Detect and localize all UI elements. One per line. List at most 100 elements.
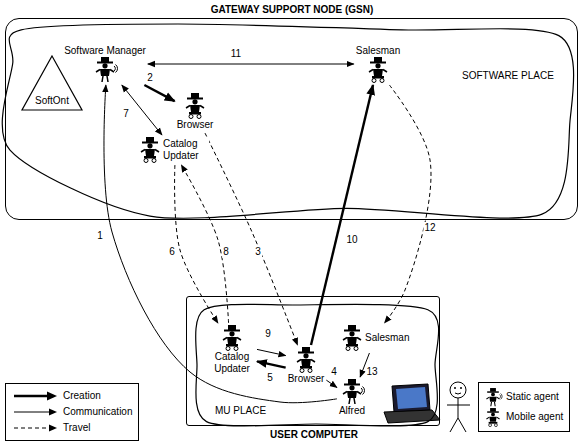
agent-name: Software Manager xyxy=(64,45,146,57)
callout-number: 1 xyxy=(96,230,104,242)
agent-legs xyxy=(349,398,355,404)
agent-arms xyxy=(486,417,499,419)
ontology-triangle: SoftOnt xyxy=(22,56,82,110)
agent-head xyxy=(375,63,380,68)
agent-wheel xyxy=(234,347,238,351)
callout-number: 12 xyxy=(423,222,436,234)
communication-arrow xyxy=(148,64,354,65)
legend-row: Mobile agent xyxy=(485,407,563,427)
communication-arrow xyxy=(122,85,162,135)
legend-text: Static agent xyxy=(506,391,559,403)
agent-wheel xyxy=(346,347,350,351)
legend-line-sample xyxy=(12,391,58,401)
communication-arrow xyxy=(257,349,286,355)
agent-body xyxy=(489,396,496,401)
agent-hat xyxy=(302,347,310,352)
user-arms xyxy=(447,405,470,406)
agent-name: Salesman xyxy=(356,45,400,57)
agent-body xyxy=(347,337,357,344)
travel-arrow xyxy=(175,165,218,323)
static-agent-icon xyxy=(94,57,116,83)
mobile-agent-icon xyxy=(485,408,501,427)
agent-body xyxy=(190,105,200,112)
computer-box: USER COMPUTERMU PLACECatalog UpdaterBrow… xyxy=(186,296,440,426)
legend-arrowhead xyxy=(49,409,57,416)
legend-text: Mobile agent xyxy=(506,411,563,423)
agent-wheel xyxy=(489,423,492,426)
travel-arrow xyxy=(385,85,431,323)
agent-wheel xyxy=(308,369,312,373)
laptop-base xyxy=(384,410,440,423)
callout-number: 11 xyxy=(230,48,242,60)
agent-wheel xyxy=(189,115,193,119)
region-title: GATEWAY SUPPORT NODE (GSN) xyxy=(211,4,374,16)
ontology-label: SoftOnt xyxy=(35,95,69,107)
agent-name: Salesman xyxy=(365,332,409,344)
agent-hat xyxy=(490,388,496,392)
callout-number: 7 xyxy=(122,108,130,120)
legend-row: Static agent xyxy=(485,387,563,407)
agent-hat-brim xyxy=(142,142,158,144)
agent-hat-brim xyxy=(487,411,499,412)
agent-wheel xyxy=(300,369,304,373)
agent-body xyxy=(227,337,237,344)
place-region: SOFTWARE PLACESoftOntSoftware ManagerBro… xyxy=(10,24,570,218)
agent-hat xyxy=(191,93,199,98)
agent-wheel xyxy=(372,79,376,83)
agent-arms xyxy=(369,70,387,73)
legend-text: Travel xyxy=(63,422,90,434)
agent-arms xyxy=(141,150,159,153)
mobile-agent-icon xyxy=(139,137,161,163)
legend-line-sample xyxy=(14,412,49,413)
agent-body xyxy=(347,391,357,398)
user-eye xyxy=(460,387,462,389)
ontology-triangle xyxy=(22,56,82,110)
legend-box: CreationCommunicationTravel xyxy=(5,383,139,441)
agent-wheel xyxy=(226,347,230,351)
static-agent: Software Manager xyxy=(64,45,146,83)
communication-arrow xyxy=(326,380,337,387)
mobile-agent: Catalog Updater xyxy=(139,137,209,163)
agent-hat xyxy=(374,57,382,62)
agent-name: Alfred xyxy=(339,405,365,417)
legend-box: Static agentMobile agent xyxy=(478,382,570,432)
mobile-agent: Salesman xyxy=(341,325,409,351)
legend-text: Creation xyxy=(63,390,101,402)
legend-line-sample xyxy=(14,395,49,397)
legend-row: Travel xyxy=(12,420,132,436)
agent-arms xyxy=(96,70,114,73)
mobile-agent: Catalog Updater xyxy=(209,325,255,375)
user-mouth xyxy=(455,393,461,394)
agent-arms xyxy=(186,106,204,109)
travel-arrow xyxy=(205,133,298,345)
laptop-screen xyxy=(392,384,430,412)
agent-body xyxy=(373,69,383,76)
mobile-agent-icon xyxy=(295,347,317,373)
callout-number: 4 xyxy=(330,366,338,378)
agent-hat-brim xyxy=(187,98,203,100)
laptop-display xyxy=(396,387,427,409)
user-body xyxy=(458,398,459,418)
node-region: GATEWAY SUPPORT NODE (GSN)SOFTWARE PLACE… xyxy=(5,18,578,220)
agent-head xyxy=(349,385,354,390)
agent-body xyxy=(100,69,110,76)
mobile-agent: Salesman xyxy=(356,45,400,83)
agent-name: Browser xyxy=(288,373,325,385)
user-head xyxy=(450,382,466,398)
agent-antenna xyxy=(114,65,118,73)
creation-arrow xyxy=(257,361,286,367)
agent-legs xyxy=(102,76,108,82)
mobile-agent: Browser xyxy=(177,93,214,131)
place-outline xyxy=(196,304,439,426)
agent-hat xyxy=(490,408,496,412)
region-title: MU PLACE xyxy=(215,405,266,417)
legend-arrowhead xyxy=(47,392,57,401)
static-agent-icon xyxy=(341,379,363,405)
user-leg xyxy=(458,418,466,432)
legend-row: Creation xyxy=(12,388,132,404)
legend-line-sample xyxy=(12,423,58,433)
place-outline xyxy=(2,24,573,218)
agent-legs xyxy=(491,401,495,405)
agent-hat-brim xyxy=(487,391,499,392)
agent-hat xyxy=(228,325,236,330)
